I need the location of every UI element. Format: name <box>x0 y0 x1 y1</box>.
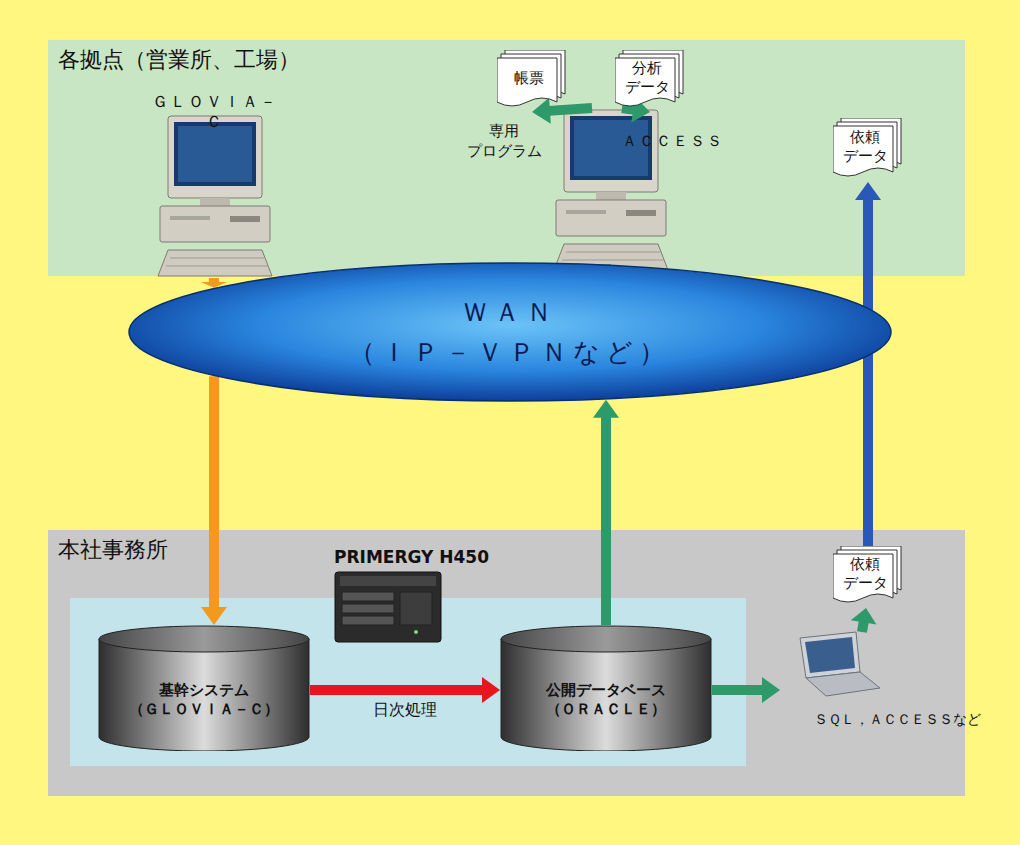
region-title: 各拠点（営業所、工場） <box>58 46 300 74</box>
node-label: ＧＬＯＶＩＡ－Ｃ <box>146 92 284 132</box>
database-cylinder: 基幹システム （ＧＬＯＶＩＡ－Ｃ） <box>98 625 310 751</box>
flow-arrow <box>201 376 227 625</box>
node-label: ＷＡＮ <box>462 296 558 329</box>
node-label: 依頼 データ <box>839 555 891 593</box>
edge-label: 専用 プログラム <box>460 122 548 161</box>
database-cylinder: 公開データベース （ＯＲＡＣＬＥ） <box>500 625 712 751</box>
flow-arrow <box>593 400 619 625</box>
network-ellipse: ＷＡＮ （ＩＰ－ＶＰＮなど） <box>128 262 892 402</box>
device-node: ＳＱＬ，ＡＣＣＥＳＳなど <box>780 632 1014 728</box>
region-title: 本社事務所 <box>58 536 168 564</box>
edge-label: 日次処理 <box>360 700 450 721</box>
flow-arrow <box>712 677 780 703</box>
laptop-icon <box>800 632 880 696</box>
server-label: PRIMERGY H450 <box>334 546 489 568</box>
document-stack: 依頼 データ <box>833 118 903 182</box>
document-stack: 分析 データ <box>615 50 685 112</box>
device-node: ＧＬＯＶＩＡ－Ｃ <box>146 92 284 278</box>
node-label: ＳＱＬ，ＡＣＣＥＳＳなど <box>814 711 981 729</box>
document-stack: 依頼 データ <box>833 546 903 608</box>
node-label: 公開データベース （ＯＲＡＣＬＥ） <box>521 681 691 719</box>
flow-arrow <box>851 608 877 632</box>
flow-arrow <box>532 98 592 124</box>
server-icon <box>335 572 441 642</box>
region-band: 本社事務所基幹システム （ＧＬＯＶＩＡ－Ｃ）公開データベース （ＯＲＡＣＬＥ）Ｓ… <box>48 530 965 796</box>
hq-band <box>48 530 965 796</box>
node-label: 帳票 <box>514 69 544 88</box>
node-label: 基幹システム （ＧＬＯＶＩＡ－Ｃ） <box>119 681 289 719</box>
node-label: 依頼 データ <box>839 128 891 166</box>
flow-arrow <box>855 182 881 546</box>
node-label: 分析 データ <box>621 59 673 97</box>
site-band <box>48 40 965 276</box>
document-stack: 帳票 <box>497 50 567 112</box>
node-label: （ＩＰ－ＶＰＮなど） <box>349 336 671 369</box>
flow-arrow <box>310 677 500 703</box>
edge-label: ＡＣＣＥＳＳ <box>622 132 718 152</box>
pc-icon <box>158 116 272 276</box>
node-outline <box>128 262 892 402</box>
